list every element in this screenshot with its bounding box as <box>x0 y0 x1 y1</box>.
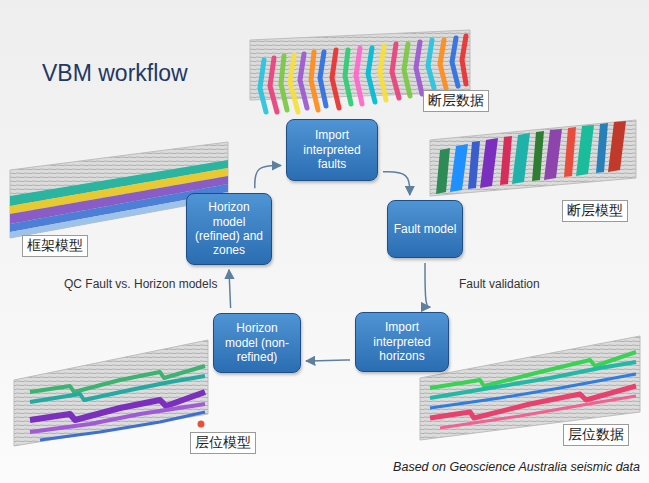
source-note: Based on Geoscience Australia seismic da… <box>393 460 640 474</box>
edge-label: QC Fault vs. Horizon models <box>62 277 219 291</box>
fault-model-panel <box>430 120 636 196</box>
fault-stick <box>440 40 446 88</box>
fault-stick <box>462 36 466 84</box>
panel-tag: 断层模型 <box>562 200 628 222</box>
fault-plane <box>576 125 594 176</box>
box-label: Horizon model (refined) and zones <box>192 200 266 258</box>
fault-plane <box>512 133 530 184</box>
fault-stick <box>332 50 339 108</box>
horizon-line <box>30 376 205 402</box>
fault-plane <box>564 127 576 177</box>
edge-label: Fault validation <box>457 277 542 291</box>
panel-tag: 层位数据 <box>563 424 629 446</box>
fault-stick <box>368 48 375 102</box>
fault-stick <box>290 55 298 112</box>
seismic-slab <box>14 340 208 446</box>
fault-stick <box>416 42 422 94</box>
fault-plane <box>544 129 562 180</box>
fault-plane <box>608 121 626 172</box>
box-label: Import interpreted horizons <box>361 320 443 363</box>
fault-plane <box>480 138 498 188</box>
fault-plane <box>596 123 608 173</box>
diagram-title: VBM workflow <box>42 60 188 87</box>
fault-stick <box>404 44 410 96</box>
fault-stick <box>452 38 458 86</box>
horizon-line <box>30 392 205 420</box>
fault-stick <box>392 44 399 98</box>
flow-arrow <box>425 263 430 307</box>
process-box: Horizon model (refined) and zones <box>186 193 272 265</box>
process-box: Import interpreted horizons <box>355 312 449 372</box>
fault-stick <box>260 60 266 112</box>
flow-arrow <box>383 172 410 195</box>
fault-stick <box>270 58 277 112</box>
process-box: Import interpreted faults <box>286 119 378 181</box>
flow-arrow <box>255 166 281 189</box>
flow-arrow <box>229 270 231 308</box>
fault-stick <box>356 48 362 104</box>
pointer-dot <box>198 421 205 428</box>
seismic-slab <box>430 120 636 196</box>
fault-stick <box>281 56 287 110</box>
fault-plane <box>450 144 468 192</box>
fault-stick <box>300 54 307 108</box>
flow-arrow <box>306 360 350 361</box>
fault-stick <box>345 50 351 104</box>
horizon-line <box>40 412 205 440</box>
process-box: Horizon model (non-refined) <box>213 313 301 373</box>
fault-stick <box>380 46 386 100</box>
box-label: Horizon model (non-refined) <box>219 321 295 364</box>
fault-plane <box>468 141 480 189</box>
fault-plane <box>436 148 450 194</box>
fault-plane <box>532 131 544 181</box>
box-label: Import interpreted faults <box>292 128 372 171</box>
fault-stick <box>428 40 434 88</box>
horizon-model-panel <box>14 340 208 446</box>
fault-stick <box>311 52 318 110</box>
panel-tag: 断层数据 <box>423 90 489 112</box>
fault-stick <box>320 52 326 106</box>
box-label: Fault model <box>394 222 457 236</box>
fault-plane <box>500 136 512 185</box>
panel-tag: 框架模型 <box>22 235 88 257</box>
panel-tag: 层位模型 <box>190 432 256 454</box>
process-box: Fault model <box>387 200 463 258</box>
